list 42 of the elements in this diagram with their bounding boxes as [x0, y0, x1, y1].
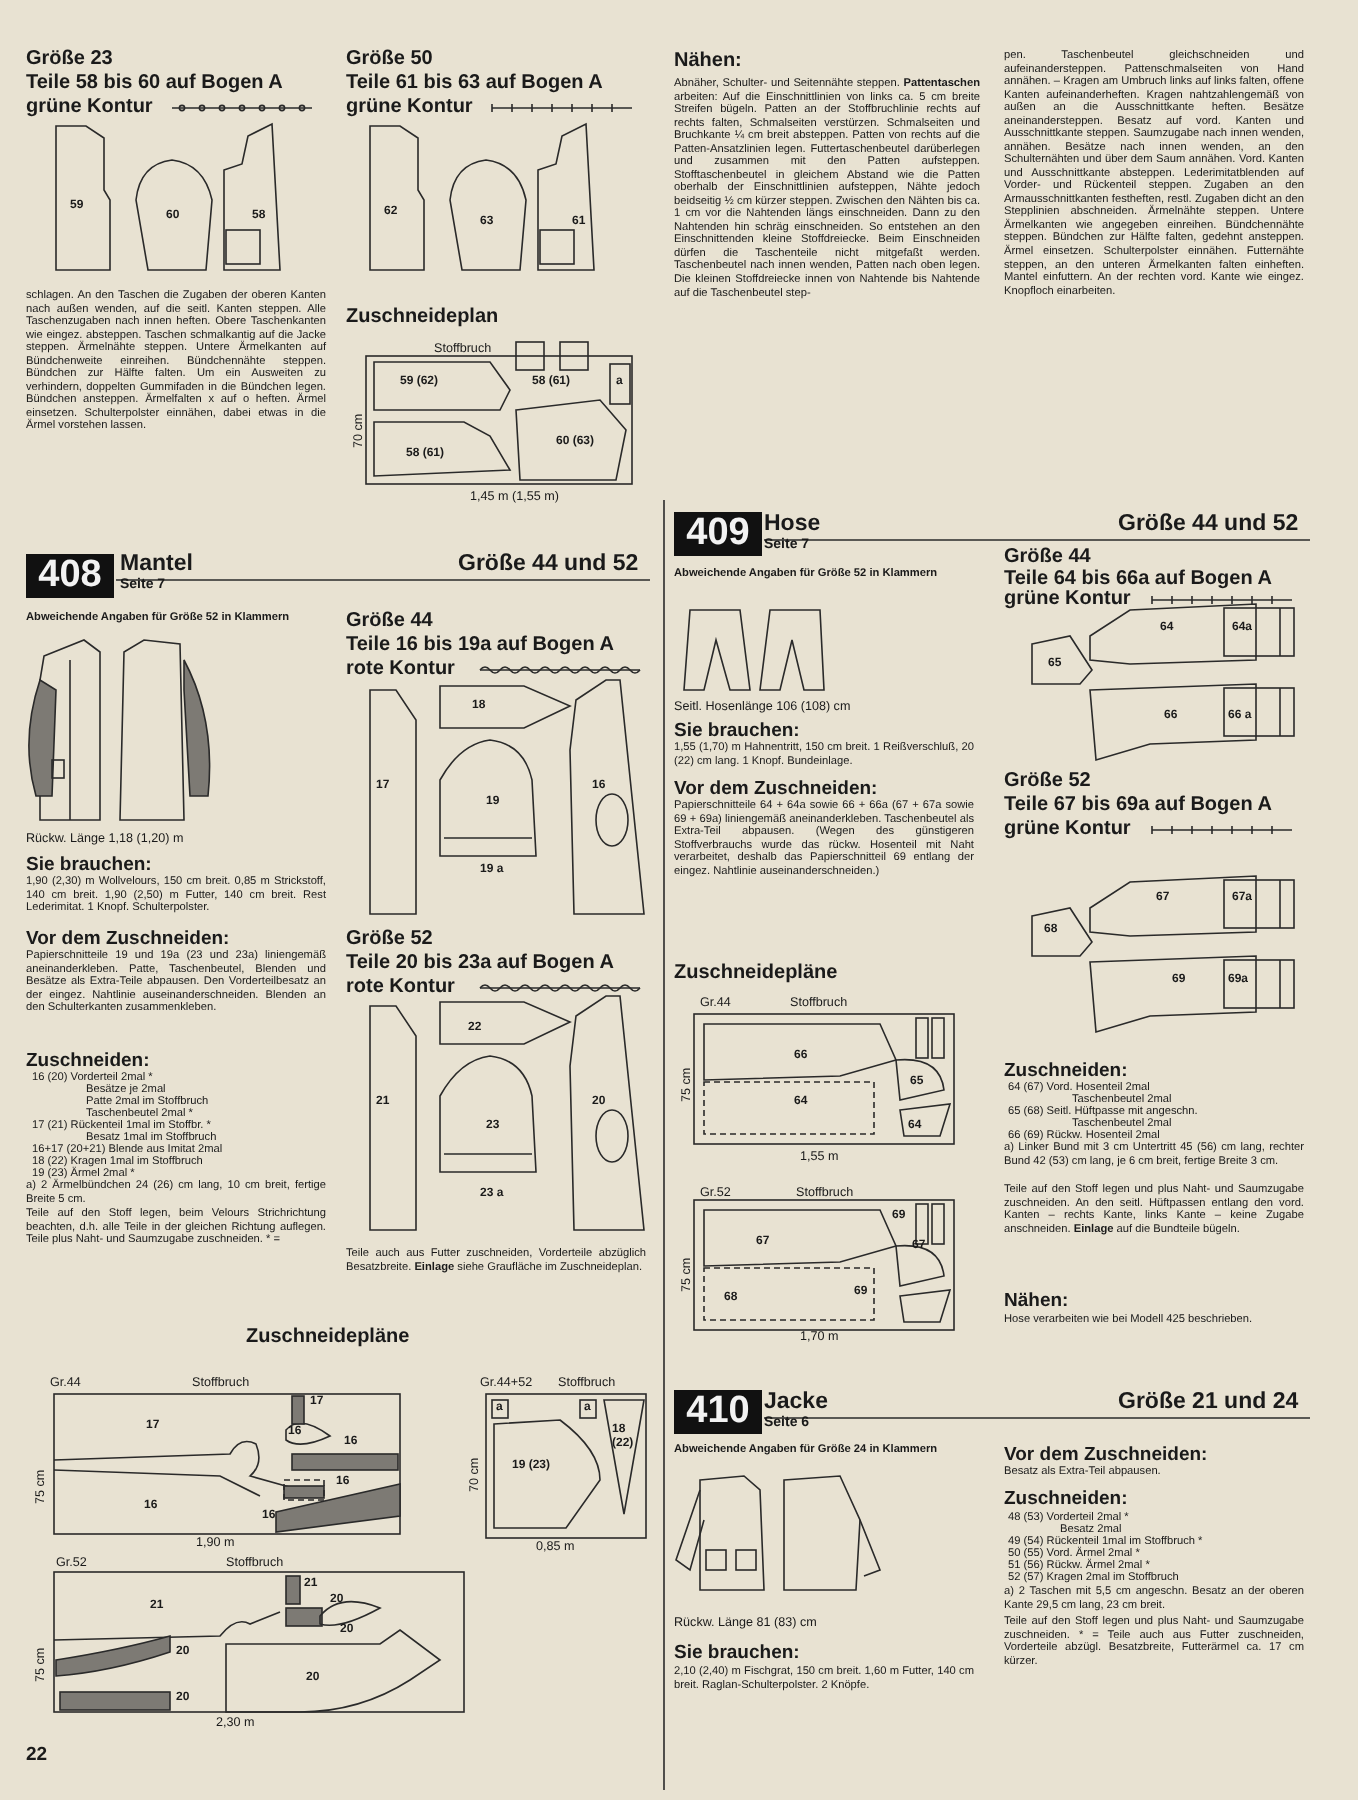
- section-heading: Vor dem Zuschneiden:: [26, 928, 230, 950]
- section-heading: Nähen:: [1004, 1290, 1069, 1313]
- size-heading: Größe 23: [26, 48, 113, 72]
- page-number: 22: [26, 1744, 48, 1767]
- section-heading: Zuschneiden:: [26, 1050, 150, 1072]
- pattern-sheet-heading: Teile 67 bis 69a auf Bogen A: [1004, 794, 1272, 818]
- section-heading: Sie brauchen:: [674, 1642, 800, 1665]
- size-heading: Größe 52: [346, 928, 433, 952]
- model-title: Mantel: [120, 552, 193, 577]
- size-range-heading: Größe 44 und 52: [1118, 512, 1299, 539]
- contour-heading: rote Kontur: [346, 658, 455, 682]
- model-number-box: 408: [26, 554, 114, 598]
- pattern-sheet-heading: Teile 16 bis 19a auf Bogen A: [346, 634, 614, 658]
- section-heading: Zuschneiden:: [1004, 1060, 1128, 1082]
- model-number-box: 409: [674, 512, 762, 556]
- contour-heading: grüne Kontur: [1004, 588, 1131, 612]
- section-heading: Zuschneidepläne: [674, 962, 838, 986]
- size-heading: Größe 50: [346, 48, 433, 72]
- model-number-box: 410: [674, 1390, 762, 1434]
- model-title: Hose: [764, 512, 821, 537]
- size-range-heading: Größe 44 und 52: [458, 552, 639, 579]
- size-heading: Größe 52: [1004, 770, 1091, 794]
- section-heading: Nähen:: [674, 50, 742, 74]
- contour-heading: rote Kontur: [346, 976, 455, 1000]
- section-heading: Vor dem Zuschneiden:: [674, 778, 878, 800]
- contour-heading: grüne Kontur: [26, 96, 153, 120]
- pattern-sheet-heading: Teile 58 bis 60 auf Bogen A: [26, 72, 283, 96]
- section-heading: Zuschneideplan: [346, 306, 499, 330]
- contour-heading: grüne Kontur: [1004, 818, 1131, 842]
- size-range-heading: Größe 21 und 24: [1118, 1390, 1299, 1417]
- size-heading: Größe 44: [346, 610, 433, 634]
- section-heading: Zuschneidepläne: [246, 1326, 410, 1350]
- pattern-sheet-heading: Teile 20 bis 23a auf Bogen A: [346, 952, 614, 976]
- section-heading: Vor dem Zuschneiden:: [1004, 1444, 1208, 1466]
- model-title: Jacke: [764, 1390, 828, 1415]
- section-heading: Sie brauchen:: [26, 854, 152, 876]
- pattern-sheet-heading: Teile 61 bis 63 auf Bogen A: [346, 72, 603, 96]
- size-heading: Größe 44: [1004, 546, 1091, 569]
- section-heading: Sie brauchen:: [674, 720, 800, 742]
- section-heading: Zuschneiden:: [1004, 1488, 1128, 1511]
- pattern-sheet-heading: Teile 64 bis 66a auf Bogen A: [1004, 568, 1272, 590]
- contour-heading: grüne Kontur: [346, 96, 473, 120]
